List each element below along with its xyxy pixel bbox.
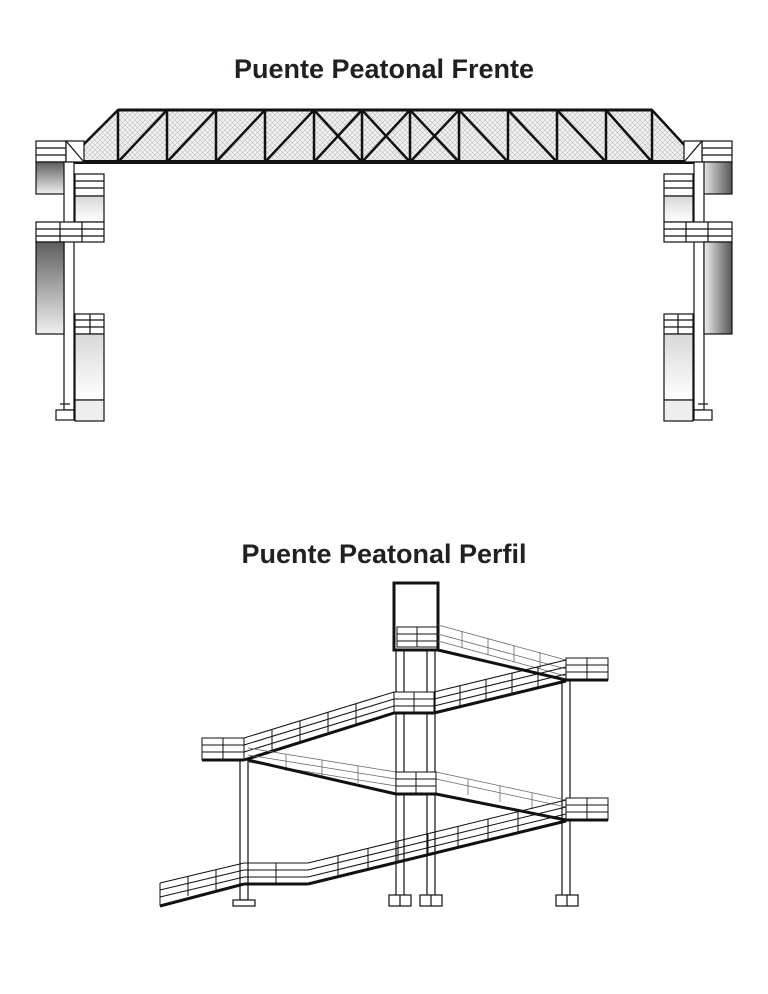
mid-platform [393,691,435,715]
left-landing [201,737,245,762]
lower-back-ramp [247,747,567,809]
lower-right-landing [565,797,609,822]
lower-mid-platform [395,771,437,796]
bottom-front-ramp [307,799,567,886]
upper-right-landing [565,657,609,682]
side-view [159,581,609,908]
top-cabin [392,581,440,652]
bottom-landing [244,862,308,886]
front-view-title: Puente Peatonal Frente [233,54,535,84]
side-view-title: Puente Peatonal Perfil [241,539,527,569]
left-stair-tower [35,140,105,422]
upper-back-ramp [437,624,567,677]
upper-front-ramp [433,659,567,715]
truss [62,108,703,164]
entry-ramp [159,862,245,908]
front-view [35,108,733,422]
middle-ramp [243,691,395,762]
right-stair-tower [663,140,733,422]
